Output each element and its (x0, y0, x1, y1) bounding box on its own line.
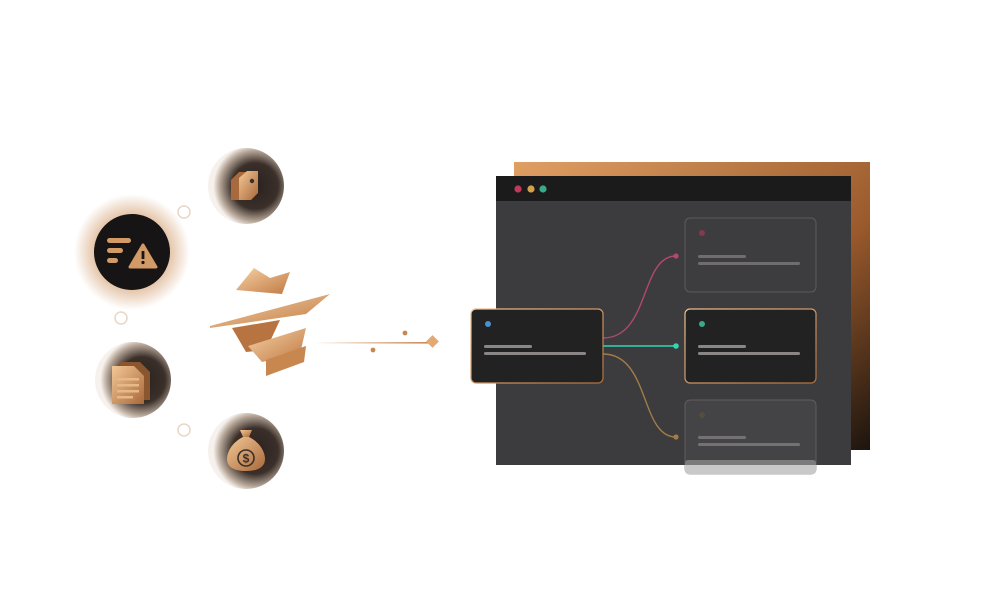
window-minimize-dot[interactable] (527, 185, 535, 193)
document-icon (95, 342, 171, 418)
connector-dot (177, 205, 191, 219)
link-bottom (602, 353, 677, 438)
middle-node[interactable] (684, 308, 817, 384)
money-symbol: $ (243, 452, 250, 466)
bottom-node[interactable] (684, 399, 817, 475)
node-status-dot (485, 321, 491, 327)
data-flow-line (314, 330, 439, 353)
price-tags-icon (208, 148, 284, 224)
spy-hat-icon (210, 268, 330, 376)
connector-dot (114, 311, 128, 325)
window-maximize-dot[interactable] (539, 185, 547, 193)
source-node[interactable] (470, 308, 604, 384)
node-status-dot (699, 321, 705, 327)
window-close-dot[interactable] (514, 185, 522, 193)
node-status-dot (699, 412, 705, 418)
node-links (602, 253, 679, 440)
alert-list-icon (74, 194, 190, 310)
money-bag-icon: $ (208, 413, 284, 489)
connector-dot (177, 423, 191, 437)
top-node[interactable] (684, 217, 817, 293)
node-status-dot (699, 230, 705, 236)
link-top (602, 255, 677, 339)
